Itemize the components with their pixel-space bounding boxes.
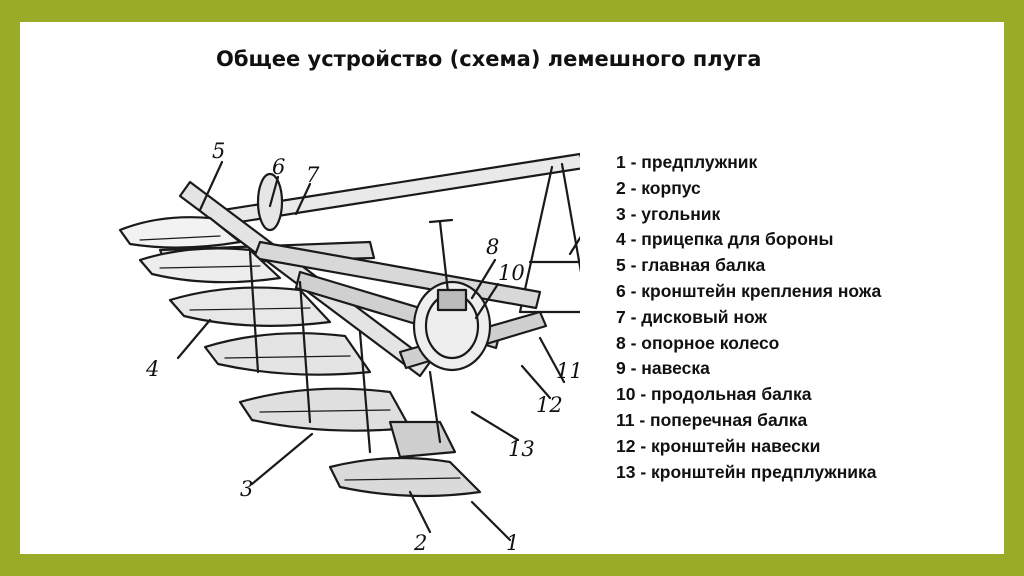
legend-item: 10 - продольная балка (616, 384, 812, 405)
callout-2: 2 (413, 531, 427, 552)
slide-title: Общее устройство (схема) лемешного плуга (216, 47, 762, 71)
legend-item: 12 - кронштейн навески (616, 435, 821, 456)
legend-item: 11 - поперечная балка (616, 409, 808, 430)
plough-diagram: 5 6 7 8 10 9 11 12 13 4 3 2 1 (118, 139, 580, 552)
legend-item: 13 - кронштейн предплужника (616, 461, 877, 482)
callout-11: 11 (556, 359, 580, 383)
legend-item: 8 - опорное колесо (616, 332, 780, 353)
callout-1: 1 (506, 531, 519, 552)
callout-12: 12 (536, 393, 563, 417)
legend-item: 1 - предплужник (616, 152, 758, 172)
callout-8: 8 (486, 235, 499, 259)
legend-item: 4 - прицепка для бороны (616, 229, 834, 250)
callout-5: 5 (212, 139, 225, 163)
callout-4: 4 (145, 357, 159, 381)
legend-item: 5 - главная балка (616, 255, 766, 276)
legend-item: 7 - дисковый нож (616, 306, 767, 327)
legend-item: 6 - кронштейн крепления ножа (616, 280, 882, 301)
legend-item: 3 - угольник (616, 203, 721, 224)
slide: Общее устройство (схема) лемешного плуга (20, 22, 1004, 554)
callout-10: 10 (498, 261, 525, 285)
callout-3: 3 (240, 477, 253, 501)
legend: 1 - предплужник 2 - корпус 3 - угольник … (616, 150, 881, 485)
callout-6: 6 (272, 155, 285, 179)
callout-7: 7 (306, 163, 320, 187)
callout-13: 13 (508, 437, 535, 461)
legend-item: 9 - навеска (616, 358, 710, 379)
legend-item: 2 - корпус (616, 177, 701, 198)
